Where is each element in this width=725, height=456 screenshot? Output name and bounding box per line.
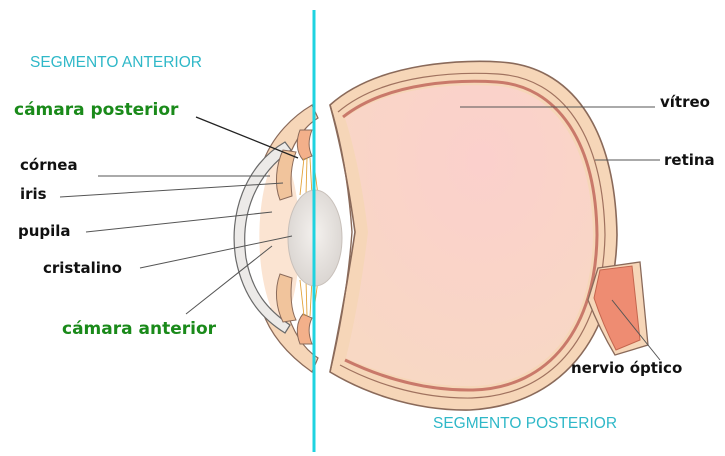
eye-globe <box>330 61 617 410</box>
label-retina: retina <box>664 151 715 169</box>
anterior-segment <box>234 105 342 372</box>
segment-posterior-label: SEGMENTO POSTERIOR <box>433 415 617 432</box>
optic-nerve <box>588 262 648 355</box>
label-camara-anterior: cámara anterior <box>62 319 217 339</box>
label-vitreo: vítreo <box>660 93 710 111</box>
label-nervio-optico: nervio óptico <box>571 359 682 377</box>
label-iris: iris <box>20 185 47 203</box>
label-camara-posterior: cámara posterior <box>14 100 179 120</box>
label-pupila: pupila <box>18 222 71 240</box>
vitreous-body <box>345 85 593 386</box>
label-cornea: córnea <box>20 156 78 174</box>
label-cristalino: cristalino <box>43 259 122 277</box>
ciliary-body-upper <box>297 130 312 160</box>
ciliary-body-lower <box>297 314 312 344</box>
segment-anterior-label: SEGMENTO ANTERIOR <box>30 54 202 71</box>
